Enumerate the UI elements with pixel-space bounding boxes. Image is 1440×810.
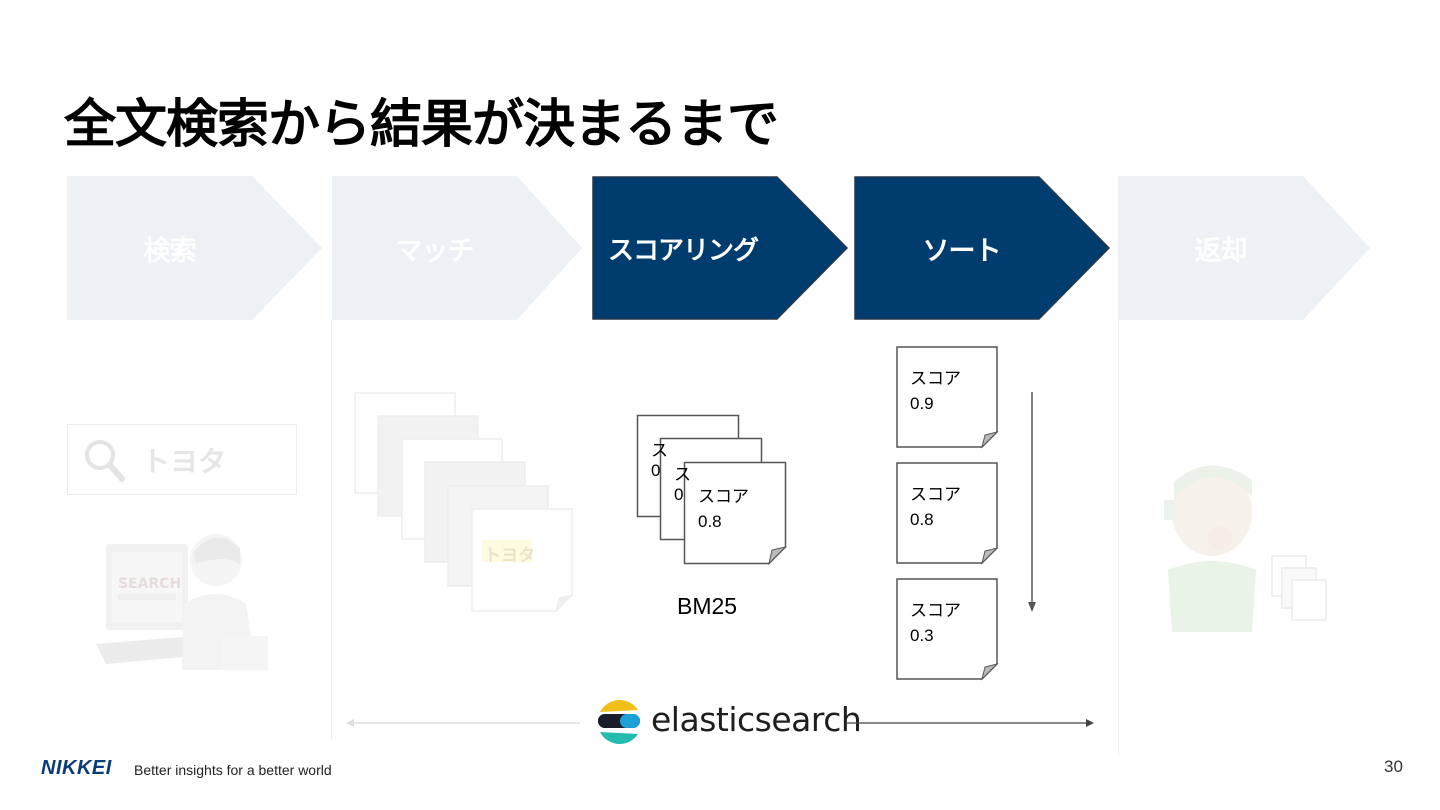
algorithm-label: BM25	[677, 593, 737, 620]
score-card-value: 0.3	[910, 623, 961, 648]
sort-order-arrow	[1024, 390, 1040, 615]
score-card-label: スコア	[910, 366, 961, 391]
stack-card-label: ス	[674, 460, 691, 485]
nikkei-logo: NIKKEI	[41, 757, 112, 780]
sorted-score-card: スコア 0.8	[896, 462, 1000, 566]
sorted-score-card: スコア 0.3	[896, 578, 1000, 682]
person-at-laptop-illustration: SEARCH	[96, 524, 272, 670]
sorted-score-card: スコア 0.9	[896, 346, 1000, 450]
search-query: トヨタ	[142, 440, 226, 480]
page-number: 30	[1384, 757, 1403, 777]
column-divider	[331, 320, 332, 740]
stack-card-score: 0	[674, 485, 683, 505]
engine-name: elasticsearch	[651, 700, 861, 739]
column-divider	[1118, 320, 1119, 755]
score-card-label: スコア	[698, 484, 749, 509]
slide-title: 全文検索から結果が決まるまで	[64, 82, 778, 157]
search-box: トヨタ	[67, 424, 297, 495]
elasticsearch-logo-icon	[596, 696, 642, 748]
stack-card-label: ス	[651, 436, 668, 461]
step-return: 返却	[1118, 176, 1374, 320]
score-card-label: スコア	[910, 482, 961, 507]
footer-tagline: Better insights for a better world	[134, 762, 332, 778]
person-reading-illustration	[1160, 460, 1335, 635]
matched-documents-stack	[350, 390, 580, 615]
engine-span-arrow-left	[344, 716, 584, 730]
step-search: 検索	[67, 176, 323, 320]
step-label: 検索	[67, 176, 272, 320]
engine-span-arrow-right	[844, 716, 1096, 730]
score-card-value: 0.8	[698, 509, 749, 534]
stack-card-score: 0	[651, 461, 660, 481]
score-card-front: スコア 0.8	[698, 484, 749, 534]
score-card-label: スコア	[910, 598, 961, 623]
score-card-value: 0.8	[910, 507, 961, 532]
step-label: スコアリング	[592, 176, 774, 320]
step-label: 返却	[1118, 176, 1323, 320]
step-label: ソート	[854, 176, 1069, 320]
step-label: マッチ	[332, 176, 537, 320]
score-card-value: 0.9	[910, 391, 961, 416]
step-scoring: スコアリング	[592, 176, 848, 320]
search-icon	[82, 437, 128, 485]
step-match: マッチ	[332, 176, 588, 320]
step-sort: ソート	[854, 176, 1110, 320]
match-highlight-text: トヨタ	[484, 541, 535, 566]
illustration-search-text: SEARCH	[118, 576, 181, 592]
